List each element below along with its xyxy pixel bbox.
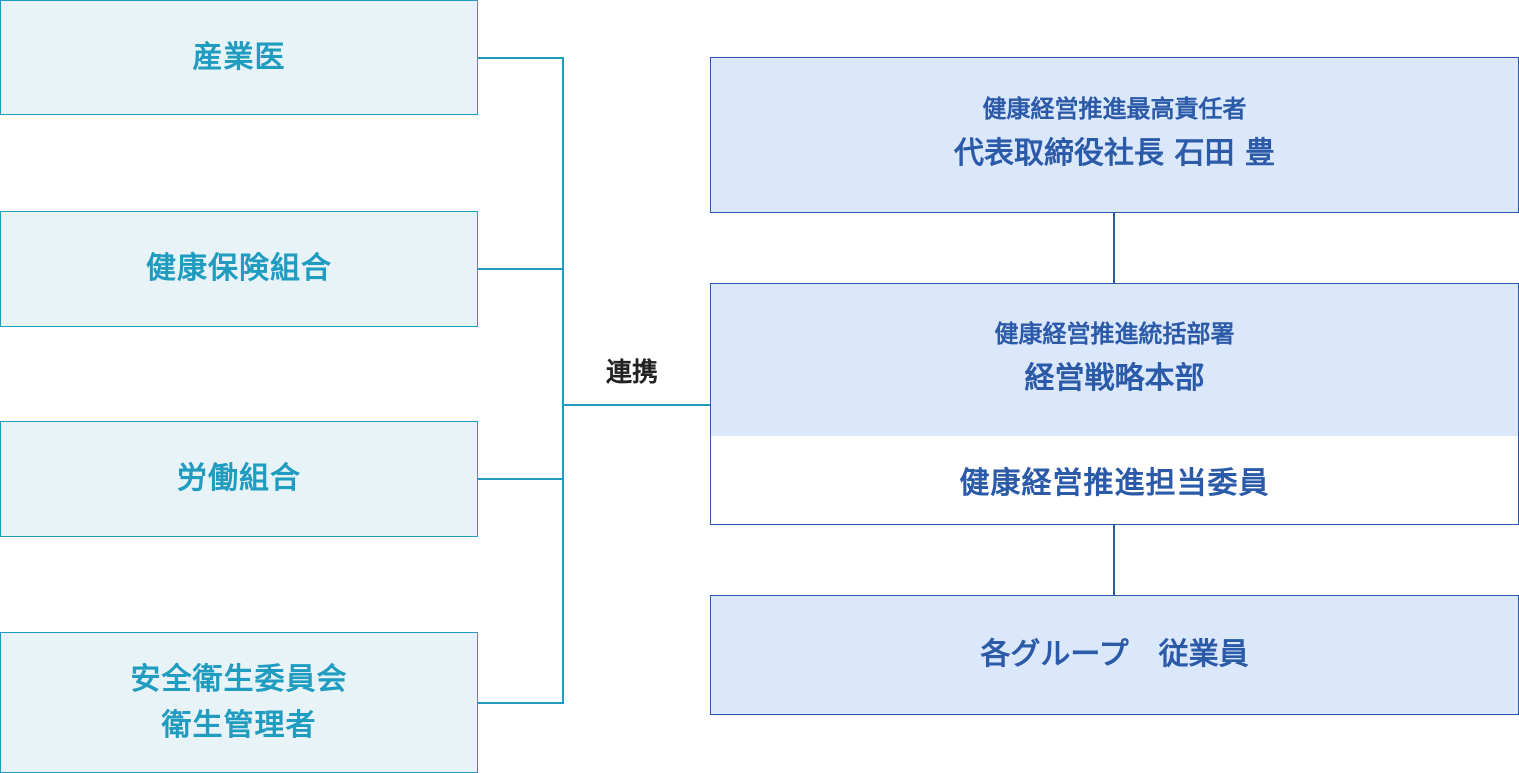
rodo-kumiai-label: 労働組合 xyxy=(177,461,301,496)
employees-box: 各グループ 従業員 xyxy=(710,595,1519,715)
kenko-hoken-box: 健康保険組合 xyxy=(0,211,478,327)
connector-v-left xyxy=(562,57,564,704)
middle-department-subtitle: 健康経営推進統括部署 xyxy=(994,320,1235,348)
anzen-eisei-line1: 安全衛生委員会 xyxy=(130,661,348,697)
connector-h-sangyoi xyxy=(478,57,564,59)
middle-committee-label: 健康経営推進担当委員 xyxy=(959,466,1270,501)
connector-h-anzen xyxy=(478,702,564,704)
employees-label: 各グループ 従業員 xyxy=(980,637,1249,672)
top-executive-subtitle: 健康経営推進最高責任者 xyxy=(982,95,1247,123)
connector-v-middle-bottom xyxy=(1113,525,1115,595)
connector-v-top-middle xyxy=(1113,213,1115,283)
top-executive-box: 健康経営推進最高責任者 代表取締役社長 石田 豊 xyxy=(710,57,1519,213)
sangyoi-label: 産業医 xyxy=(192,39,286,75)
middle-committee-box: 健康経営推進担当委員 xyxy=(710,436,1519,525)
top-executive-title: 代表取締役社長 石田 豊 xyxy=(954,136,1275,171)
middle-department-title: 経営戦略本部 xyxy=(1024,361,1205,396)
rodo-kumiai-box: 労働組合 xyxy=(0,421,478,537)
middle-department-box: 健康経営推進統括部署 経営戦略本部 xyxy=(710,283,1519,436)
anzen-eisei-line2: 衛生管理者 xyxy=(161,707,317,743)
kenko-hoken-label: 健康保険組合 xyxy=(146,251,332,286)
connector-h-rodo xyxy=(478,478,564,480)
connector-h-kenko xyxy=(478,268,564,270)
connector-h-center xyxy=(562,404,710,406)
sangyoi-box: 産業医 xyxy=(0,0,478,115)
renkei-label: 連携 xyxy=(606,358,659,388)
anzen-eisei-box: 安全衛生委員会 衛生管理者 xyxy=(0,632,478,773)
